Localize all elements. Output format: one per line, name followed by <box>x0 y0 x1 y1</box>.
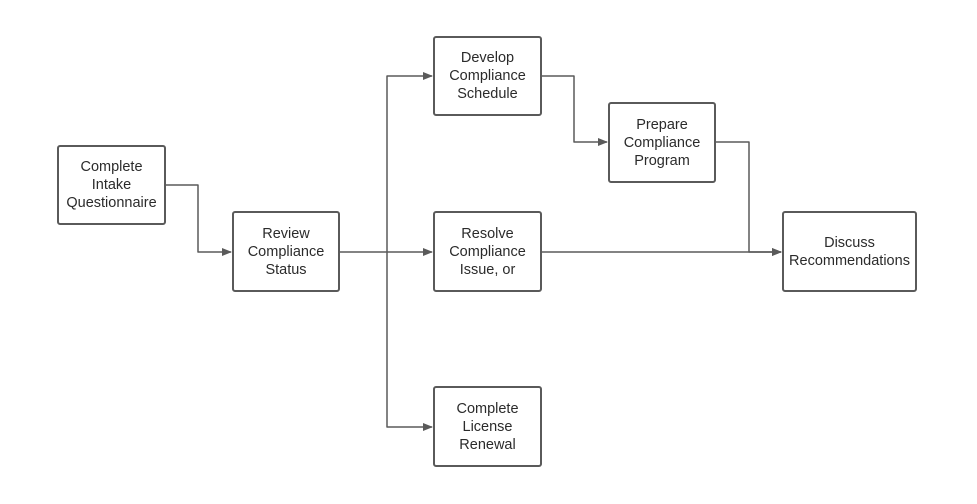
node-review-compliance-status: Review Compliance Status <box>232 211 340 292</box>
connector-intake-to-review <box>166 184 232 256</box>
node-label: Discuss Recommendations <box>789 234 910 269</box>
node-discuss-recommendations: Discuss Recommendations <box>782 211 917 292</box>
node-prepare-compliance-program: Prepare Compliance Program <box>608 102 716 183</box>
connector-develop-to-prepare <box>542 75 608 146</box>
connector-review-to-develop <box>340 72 433 253</box>
node-label: Complete License Renewal <box>456 400 519 453</box>
node-label: Complete Intake Questionnaire <box>66 159 157 211</box>
node-complete-intake-questionnaire: Complete Intake Questionnaire <box>57 145 166 225</box>
node-label: Resolve Compliance Issue, or <box>449 225 526 278</box>
connector-prepare-to-discuss <box>716 141 782 256</box>
connector-review-to-renewal <box>386 252 433 431</box>
node-label: Review Compliance Status <box>247 225 325 278</box>
node-complete-license-renewal: Complete License Renewal <box>433 386 542 467</box>
node-label: Prepare Compliance Program <box>623 116 701 169</box>
node-resolve-compliance-issue: Resolve Compliance Issue, or <box>433 211 542 292</box>
node-label: Develop Compliance Schedule <box>449 50 526 102</box>
node-develop-compliance-schedule: Develop Compliance Schedule <box>433 36 542 116</box>
